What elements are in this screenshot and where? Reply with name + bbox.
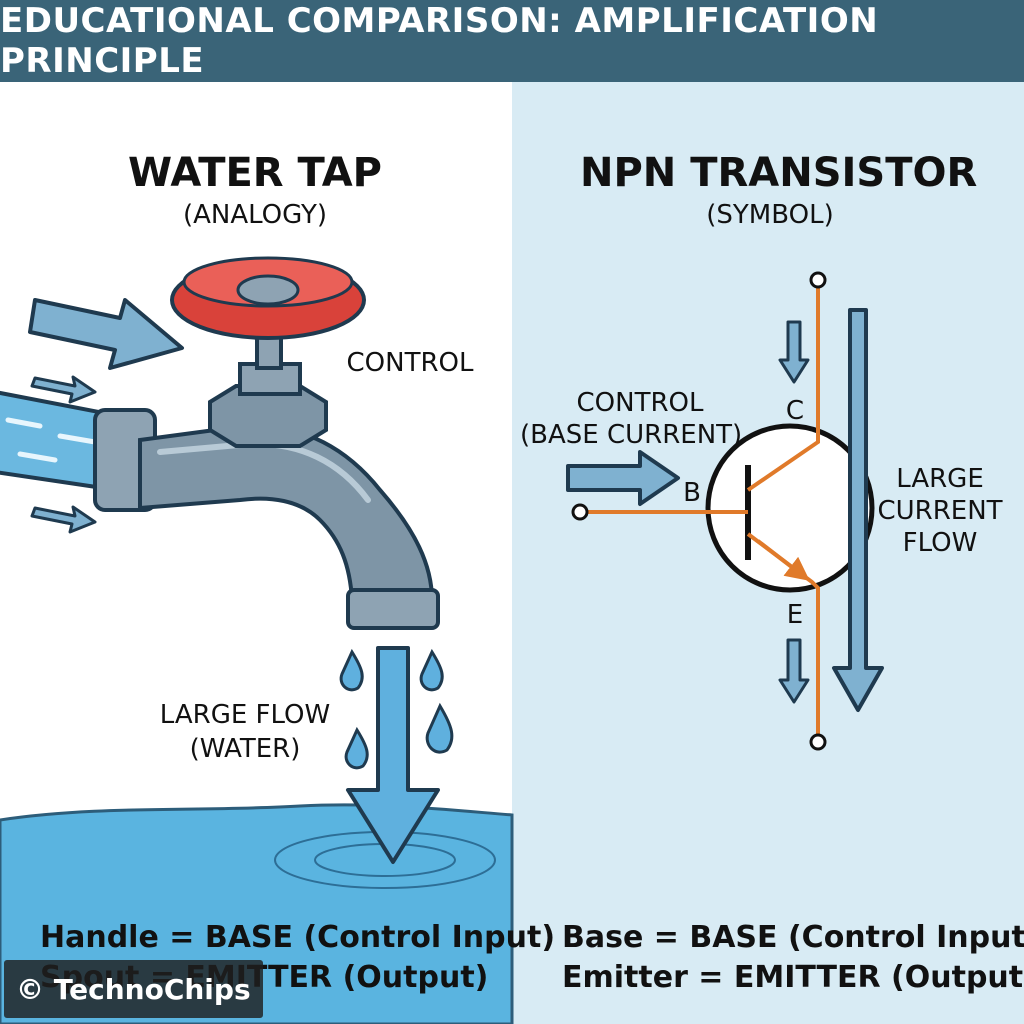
terminal-dots xyxy=(571,271,827,751)
control-arrow-icon xyxy=(28,298,184,370)
large-current-arrow-icon xyxy=(832,308,884,712)
valve-handle[interactable] xyxy=(170,256,366,340)
large-current-label-3: FLOW xyxy=(902,528,978,558)
control-label: CONTROL xyxy=(346,348,474,378)
base-equation: Base = BASE (Control Input) xyxy=(562,920,1024,955)
water-tap-subtitle: (ANALOGY) xyxy=(182,200,328,230)
transistor-title: NPN TRANSISTOR xyxy=(580,150,978,196)
transistor-wires xyxy=(580,282,820,738)
water-drops-icon xyxy=(339,648,454,770)
handle-equation: Handle = BASE (Control Input) xyxy=(40,920,556,955)
large-current-label-2: CURRENT xyxy=(877,496,1003,526)
large-flow-label: LARGE FLOW xyxy=(159,700,331,730)
page-title: EDUCATIONAL COMPARISON: AMPLIFICATION PR… xyxy=(0,0,1024,82)
watermark: © TechnoChips xyxy=(4,960,263,1018)
large-current-label: LARGE xyxy=(896,464,984,494)
water-flow-arrow-icon xyxy=(346,646,440,864)
transistor-symbol xyxy=(705,423,875,593)
large-flow-sublabel: (WATER) xyxy=(189,734,301,764)
pin-b-label: B xyxy=(683,478,701,508)
pin-e-label: E xyxy=(786,600,804,630)
water-tap-title: WATER TAP xyxy=(128,150,382,196)
base-current-arrow-icon xyxy=(566,450,680,506)
pin-c-label: C xyxy=(785,396,805,426)
base-current-label: (BASE CURRENT) xyxy=(520,420,743,450)
tap-nozzle xyxy=(346,588,440,630)
inflow-arrows-icon xyxy=(30,375,97,534)
small-current-arrows-icon xyxy=(778,320,810,704)
base-control-label: CONTROL xyxy=(576,388,704,418)
transistor-subtitle: (SYMBOL) xyxy=(706,200,834,230)
emitter-equation: Emitter = EMITTER (Output) xyxy=(562,960,1024,995)
